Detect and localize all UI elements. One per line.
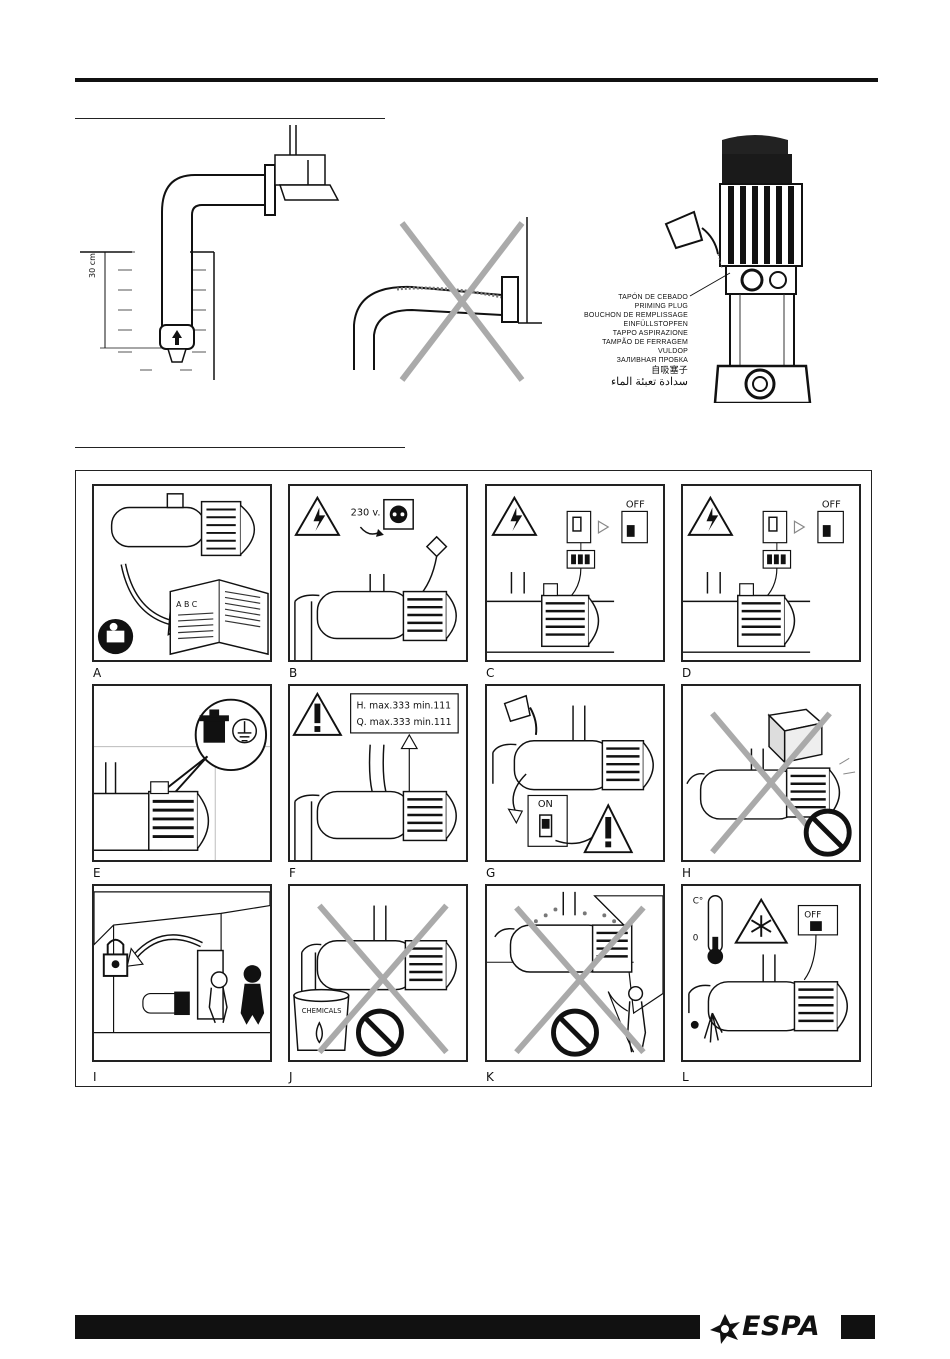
panel-b: 230 v.: [288, 484, 468, 662]
espa-logo-icon: [708, 1312, 742, 1346]
panel-g-on: ON: [538, 799, 553, 810]
panel-g: ON: [485, 684, 665, 862]
panel-f: H. max.333 min.111 Q. max.333 min.111: [288, 684, 468, 862]
incorrect-air-pocket-diagram: [352, 215, 542, 385]
priming-label-es: TAPÓN DE CEBADO: [560, 293, 688, 302]
footer-block: [841, 1315, 875, 1339]
panel-e: [92, 684, 272, 862]
panel-k-letter: K: [486, 1070, 494, 1084]
panel-k: [485, 884, 665, 1062]
panel-j-art: CHEMICALS: [290, 886, 466, 1060]
panel-f-art: H. max.333 min.111 Q. max.333 min.111: [290, 686, 466, 860]
panel-a-art: A B C: [94, 486, 270, 660]
panel-c-art: OFF: [487, 486, 663, 660]
panel-a-letter: A: [93, 666, 101, 680]
panel-a: A B C: [92, 484, 272, 662]
panel-i-art: [94, 886, 270, 1060]
panel-d-letter: D: [682, 666, 691, 680]
section-underline-1: [75, 118, 385, 119]
panel-k-art: [487, 886, 663, 1060]
panel-h-art: [683, 686, 859, 860]
section-underline-2: [75, 447, 405, 448]
panel-c-off: OFF: [626, 500, 645, 511]
panel-f-flow: Q. max.333 min.111: [356, 717, 451, 728]
panel-g-letter: G: [486, 866, 495, 880]
panel-d-off: OFF: [822, 500, 841, 511]
panel-e-letter: E: [93, 866, 101, 880]
svg-text:A B C: A B C: [176, 600, 198, 609]
priming-label-nl: VULDOP: [560, 347, 688, 356]
panel-l-art: C° 0 OFF: [683, 886, 859, 1060]
panel-h: [681, 684, 861, 862]
panel-c: OFF: [485, 484, 665, 662]
panel-j-chemicals: CHEMICALS: [302, 1007, 342, 1015]
top-rule: [75, 78, 878, 82]
panel-f-letter: F: [289, 866, 296, 880]
priming-label-ru: ЗАЛИВНАЯ ПРОБКА: [560, 356, 688, 365]
panel-l-temp: C°: [693, 897, 704, 907]
panel-e-art: [94, 686, 270, 860]
priming-label-it: TAPPO ASPIRAZIONE: [560, 329, 688, 338]
panel-b-letter: B: [289, 666, 297, 680]
priming-label-zh: 自吸塞子: [560, 365, 688, 376]
panel-l-off: OFF: [804, 910, 821, 920]
panel-b-art: 230 v.: [290, 486, 466, 660]
suction-pipe-diagram: [80, 120, 340, 385]
panel-c-letter: C: [486, 666, 494, 680]
priming-label-ar: سدادة تعبئة الماء: [560, 376, 688, 389]
panel-h-letter: H: [682, 866, 691, 880]
panel-d-art: OFF: [683, 486, 859, 660]
panel-f-head: H. max.333 min.111: [356, 700, 451, 711]
depth-label: 30 cm: [88, 253, 97, 278]
priming-label-de: EINFÜLLSTOPFEN: [560, 320, 688, 329]
panel-i-letter: I: [93, 1070, 97, 1084]
panel-g-art: ON: [487, 686, 663, 860]
panel-l: C° 0 OFF: [681, 884, 861, 1062]
footer-bar: [75, 1315, 700, 1339]
panel-j-letter: J: [289, 1070, 293, 1084]
panel-i: [92, 884, 272, 1062]
panel-b-voltage: 230 v.: [351, 507, 381, 518]
panel-d: OFF: [681, 484, 861, 662]
priming-label-fr: BOUCHON DE REMPLISSAGE: [560, 311, 688, 320]
priming-plug-labels: TAPÓN DE CEBADO PRIMING PLUG BOUCHON DE …: [560, 293, 688, 389]
brand-logo-text: ESPA: [742, 1311, 820, 1342]
priming-label-pt: TAMPÃO DE FERRAGEM: [560, 338, 688, 347]
panel-l-zero: 0: [693, 934, 699, 944]
panel-j: CHEMICALS: [288, 884, 468, 1062]
priming-label-en: PRIMING PLUG: [560, 302, 688, 311]
panel-l-letter: L: [682, 1070, 689, 1084]
